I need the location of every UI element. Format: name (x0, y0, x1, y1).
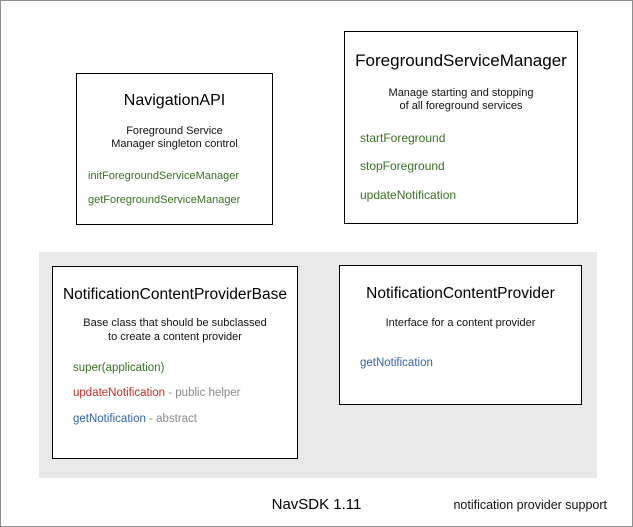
class-description-line: of all foreground services (399, 100, 523, 113)
member-name: super(application) (73, 361, 165, 374)
class-box-foreground-service-manager[interactable]: ForegroundServiceManager Manage starting… (344, 31, 578, 224)
member-row[interactable]: updateNotification (360, 187, 577, 202)
class-description-line: to create a content provider (108, 330, 242, 343)
class-box-navigation-api[interactable]: NavigationAPI Foreground Service Manager… (76, 73, 273, 225)
member-name: updateNotification (73, 387, 166, 400)
class-description-line: Manager singleton control (111, 138, 238, 151)
member-list-navigation-api: initForegroundServiceManager getForegrou… (77, 170, 272, 206)
class-description-line: Foreground Service (126, 124, 223, 137)
class-description-line: Manage starting and stopping (388, 86, 534, 99)
class-description-notification-content-provider: Interface for a content provider (340, 317, 581, 331)
member-list-notification-content-provider: getNotification (340, 357, 581, 370)
class-box-notification-content-provider[interactable]: NotificationContentProvider Interface fo… (339, 265, 582, 405)
diagram-footer-title: NavSDK 1.11 (271, 496, 362, 513)
member-note: - abstract (145, 412, 198, 425)
member-row[interactable]: getForegroundServiceManager (88, 194, 272, 206)
member-name: getForegroundServiceManager (88, 194, 241, 207)
class-description-notification-content-provider-base: Base class that should be subclassed to … (53, 317, 297, 345)
member-list-notification-content-provider-base: super(application) updateNotification - … (53, 362, 297, 426)
class-description-line: Interface for a content provider (385, 317, 536, 330)
class-title-foreground-service-manager: ForegroundServiceManager (355, 51, 567, 70)
member-row[interactable]: updateNotification - public helper (73, 387, 297, 400)
member-name: startForeground (360, 131, 446, 146)
member-row[interactable]: startForeground (360, 132, 577, 145)
class-title-notification-content-provider: NotificationContentProvider (366, 285, 555, 302)
member-row[interactable]: initForegroundServiceManager (88, 170, 272, 182)
member-row[interactable]: super(application) (73, 362, 297, 375)
member-row[interactable]: stopForeground (360, 160, 577, 173)
member-row[interactable]: getNotification (360, 357, 581, 370)
member-name: getNotification (360, 356, 433, 369)
class-description-line: Base class that should be subclassed (83, 317, 267, 330)
member-name: updateNotification (360, 187, 457, 202)
class-description-foreground-service-manager: Manage starting and stopping of all fore… (345, 87, 577, 115)
member-row[interactable]: getNotification - abstract (73, 413, 297, 426)
member-name: getNotification (73, 412, 146, 425)
class-title-navigation-api: NavigationAPI (123, 92, 226, 109)
member-list-foreground-service-manager: startForeground stopForeground updateNot… (345, 132, 577, 202)
class-description-navigation-api: Foreground Service Manager singleton con… (77, 125, 272, 153)
member-note: - public helper (165, 387, 241, 400)
class-box-notification-content-provider-base[interactable]: NotificationContentProviderBase Base cla… (52, 266, 298, 459)
member-name: stopForeground (360, 159, 445, 174)
group-panel-label: notification provider support (453, 498, 607, 512)
class-title-notification-content-provider-base: NotificationContentProviderBase (62, 286, 287, 303)
member-name: initForegroundServiceManager (88, 170, 240, 183)
